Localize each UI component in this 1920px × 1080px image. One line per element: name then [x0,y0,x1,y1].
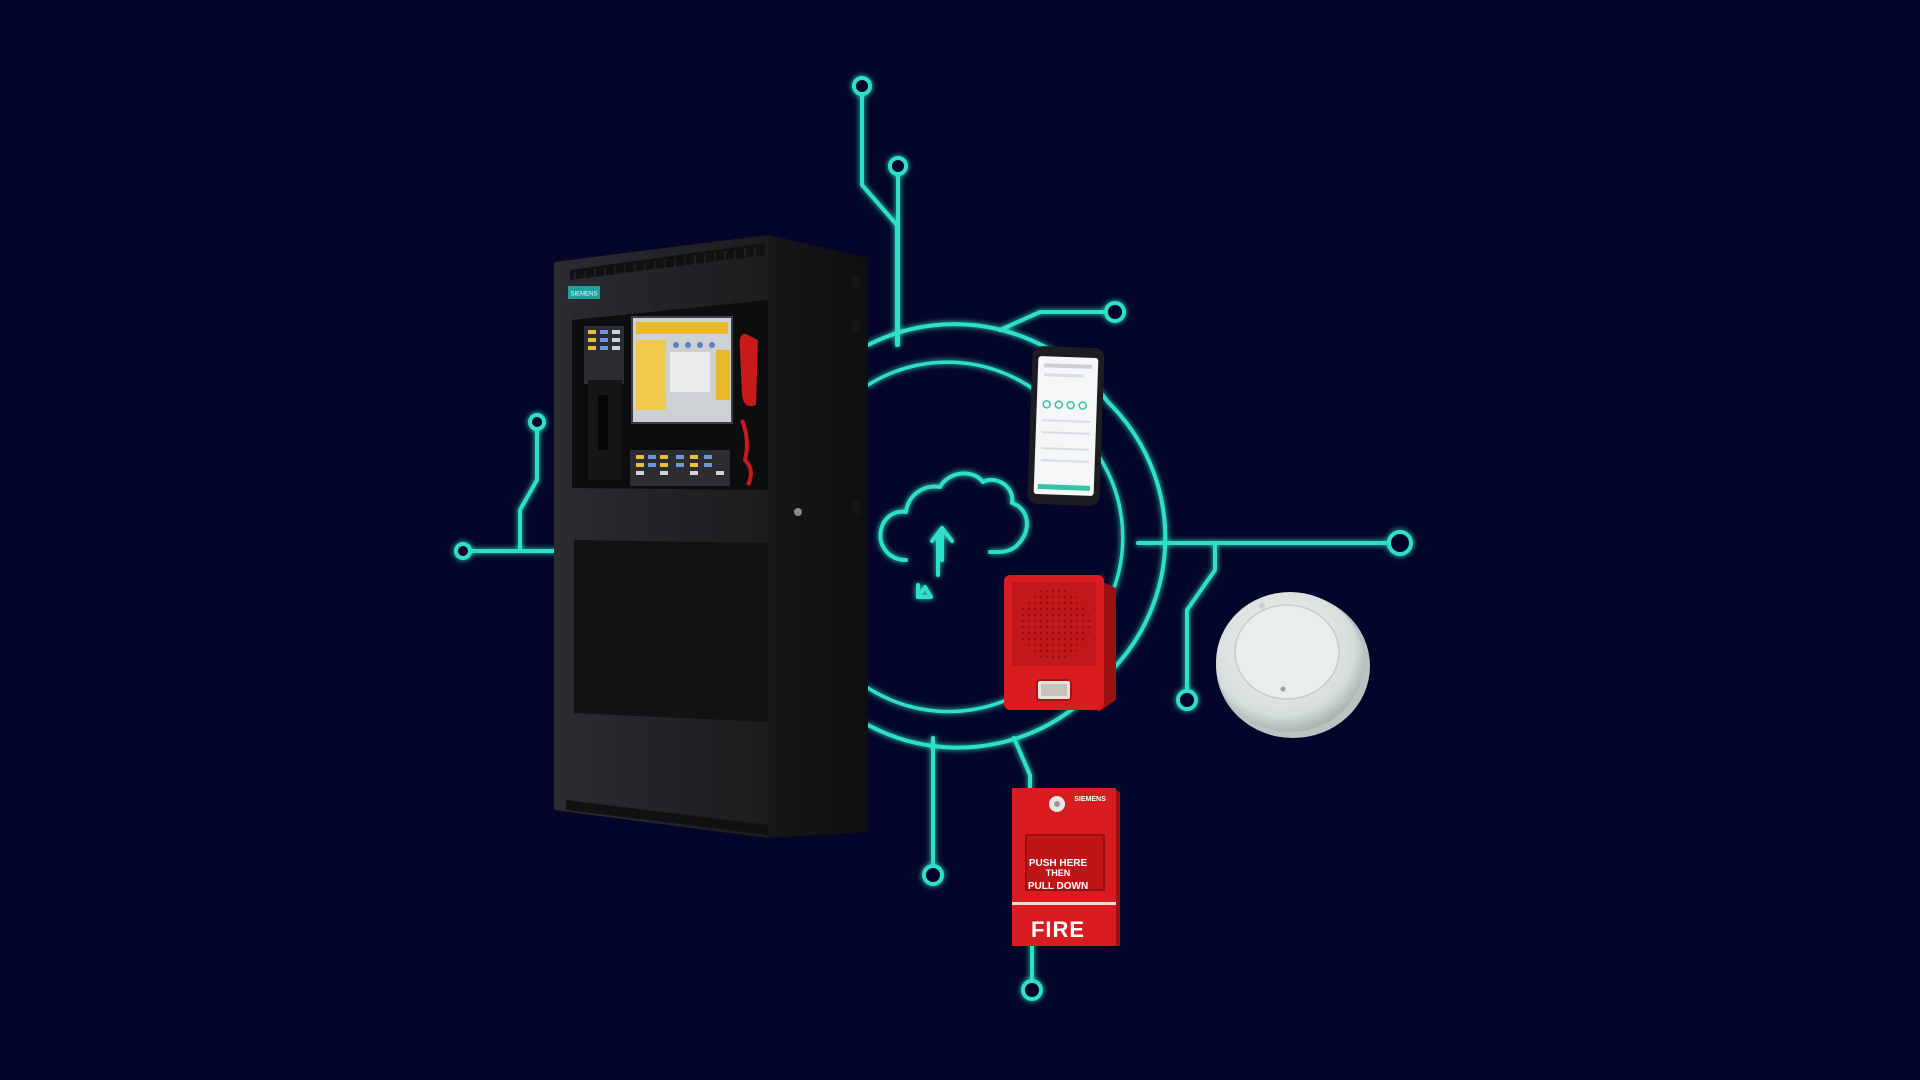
trace-right-branch [1185,541,1217,702]
trace-phone [998,310,1117,332]
smartphone-screen [1033,356,1099,496]
panel-lock [794,508,802,516]
trace-left-branch [518,420,539,553]
inner-ring [866,360,1125,714]
pull-handle[interactable] [1025,834,1105,891]
pull-station-line1: PUSH HERE [1029,858,1088,869]
smoke-detector [1216,592,1370,738]
red-telephone-icon [739,334,758,407]
panel-brand-badge [568,286,600,299]
pull-station-line2: THEN [1046,868,1071,878]
trace-bottom-2 [1012,736,1032,792]
pull-station-brand: SIEMENS [1074,796,1106,803]
pull-station-fire-label: FIRE [1031,917,1085,942]
fire-alarm-control-panel: SIEMENS [554,235,868,838]
cloud-sync-icon [878,471,1029,599]
circuit-lines [461,84,1402,992]
speaker-strobe [1004,575,1116,712]
manual-pull-station: SIEMENS PUSH HERE THEN PULL DOWN FIRE [1012,788,1120,946]
smartphone [1027,346,1105,506]
panel-brand: SIEMENS [570,292,597,298]
pull-station-line3: PULL DOWN [1028,881,1088,892]
circuit-nodes [454,76,1413,1001]
outer-ring [866,322,1168,750]
